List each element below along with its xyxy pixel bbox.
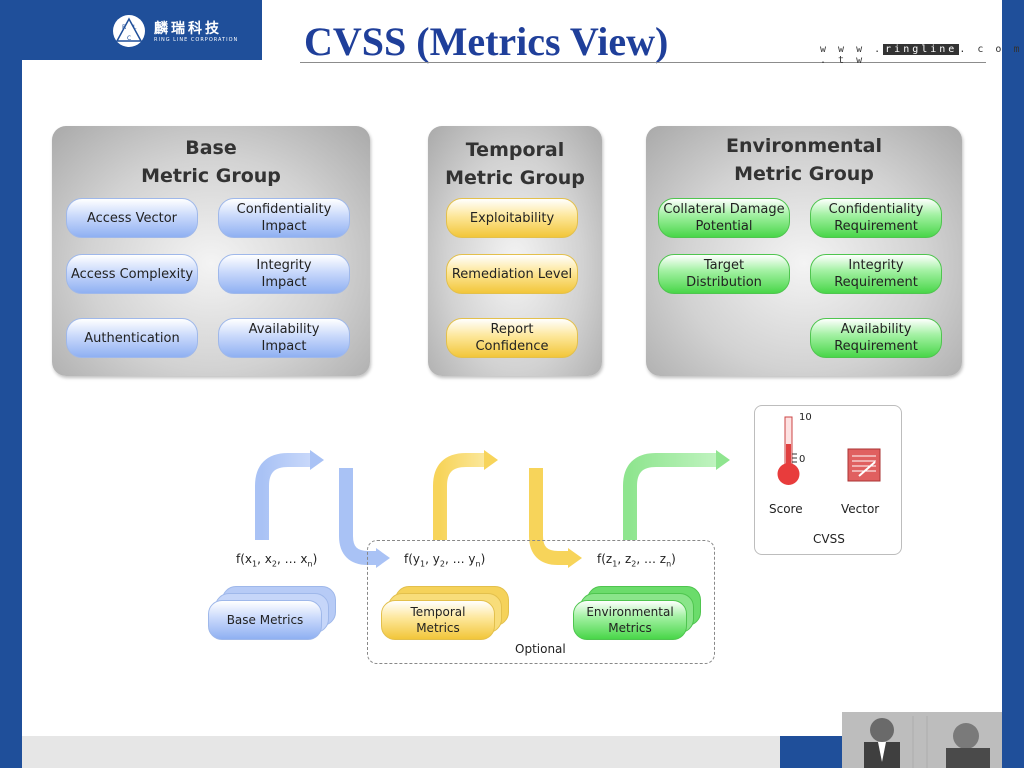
score-label: Score: [769, 502, 803, 516]
availability-impact-metric: Availability Impact: [218, 318, 350, 358]
optional-label: Optional: [515, 642, 566, 656]
base-metric-group: Base Metric Group Access Vector Confiden…: [52, 126, 370, 376]
logo-english-name: RING LINE CORPORATION: [154, 37, 239, 43]
environmental-metrics-stack: Environmental Metrics: [573, 586, 703, 642]
right-frame-bar: [1002, 0, 1024, 768]
environmental-flow-arrowhead: [716, 450, 730, 470]
access-vector-metric: Access Vector: [66, 198, 198, 238]
temporal-drop-arrow: [529, 468, 568, 565]
integrity-impact-metric: Integrity Impact: [218, 254, 350, 294]
svg-text:R: R: [122, 24, 126, 31]
base-metrics-stack: Base Metrics: [208, 586, 338, 642]
confidentiality-impact-metric: Confidentiality Impact: [218, 198, 350, 238]
environmental-group-title: Environmental Metric Group: [726, 135, 882, 185]
company-emblem-icon: R L C: [113, 15, 145, 47]
vector-document-icon: [847, 448, 881, 482]
temporal-metrics-stack: Temporal Metrics: [381, 586, 511, 642]
svg-text:C: C: [127, 35, 131, 42]
url-suffix: . c o m . t w: [820, 44, 1023, 66]
page-title: CVSS (Metrics View): [304, 19, 669, 64]
report-confidence-metric: Report Confidence: [446, 318, 578, 358]
url-prefix: w w w .: [820, 44, 884, 55]
environmental-metric-group: Environmental Metric Group Collateral Da…: [646, 126, 962, 376]
base-metrics-card: Base Metrics: [208, 600, 322, 640]
base-group-title: Base Metric Group: [141, 137, 281, 187]
confidentiality-requirement-metric: Confidentiality Requirement: [810, 198, 942, 238]
svg-text:L: L: [133, 24, 137, 31]
site-url[interactable]: w w w .ringline. c o m . t w: [820, 44, 1024, 66]
base-function-label: f(x1, x2, … xn): [236, 552, 318, 569]
title-divider: [300, 62, 986, 63]
temporal-flow-arrow: [433, 453, 484, 540]
environmental-flow-arrow: [623, 453, 716, 540]
temporal-metric-group: Temporal Metric Group Exploitability Rem…: [428, 126, 602, 376]
environmental-function-label: f(z1, z2, … zn): [597, 552, 676, 569]
integrity-requirement-metric: Integrity Requirement: [810, 254, 942, 294]
exploitability-metric: Exploitability: [446, 198, 578, 238]
scale-max-label: 10: [799, 412, 812, 423]
temporal-metrics-card: Temporal Metrics: [381, 600, 495, 640]
optional-region: [367, 540, 715, 664]
remediation-level-metric: Remediation Level: [446, 254, 578, 294]
base-flow-arrow: [255, 453, 310, 540]
metrics-flow-arrows: [255, 450, 730, 568]
left-frame-bar: [0, 0, 22, 768]
logo-chinese-name: 麟瑞科技: [154, 21, 222, 37]
company-logo: R L C 麟瑞科技 RING LINE CORPORATION: [22, 0, 262, 60]
thermometer-icon: [777, 416, 800, 485]
base-drop-arrowhead: [376, 548, 390, 568]
collateral-damage-potential-metric: Collateral Damage Potential: [658, 198, 790, 238]
footer-photo: [842, 712, 1002, 768]
scale-min-label: 0: [799, 454, 806, 465]
environmental-metrics-card: Environmental Metrics: [573, 600, 687, 640]
temporal-function-label: f(y1, y2, … yn): [404, 552, 486, 569]
availability-requirement-metric: Availability Requirement: [810, 318, 942, 358]
url-brand: ringline: [883, 44, 960, 55]
temporal-group-title: Temporal Metric Group: [445, 139, 585, 189]
cvss-output-box: 10 0 Score Vector CVSS: [754, 405, 902, 555]
access-complexity-metric: Access Complexity: [66, 254, 198, 294]
temporal-drop-arrowhead: [568, 548, 582, 568]
cvss-label: CVSS: [813, 532, 845, 546]
vector-label: Vector: [841, 502, 880, 516]
footer-accent: [780, 736, 842, 768]
target-distribution-metric: Target Distribution: [658, 254, 790, 294]
authentication-metric: Authentication: [66, 318, 198, 358]
